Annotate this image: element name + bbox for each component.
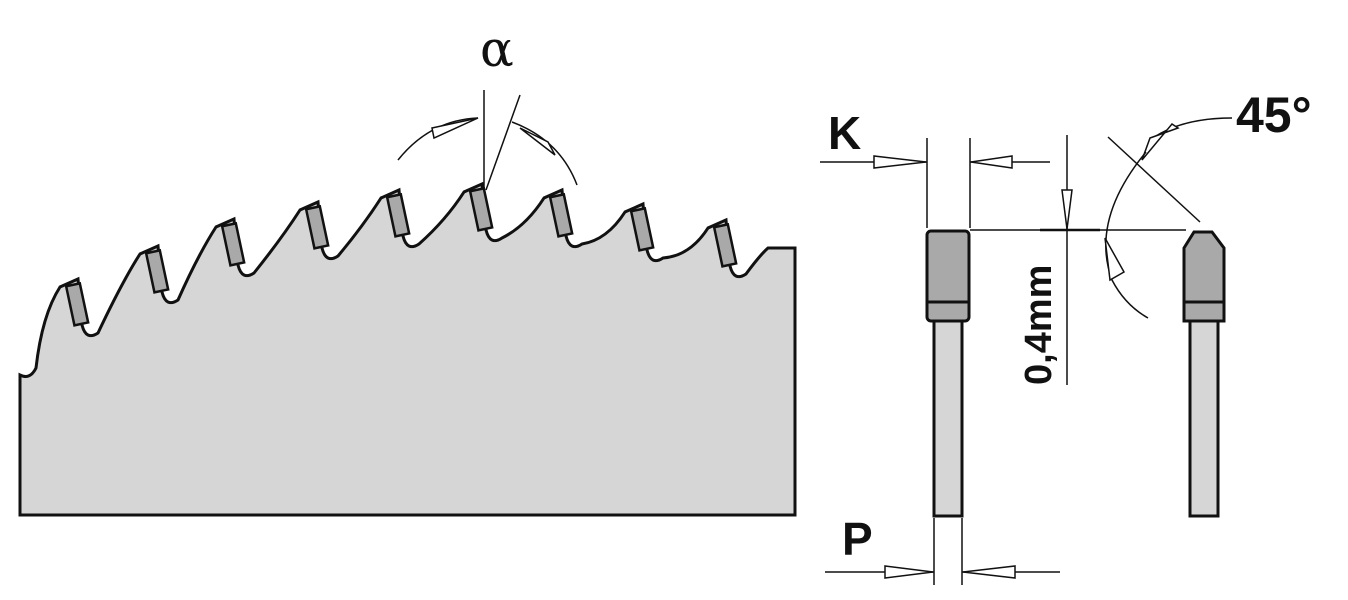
- hook-angle-label: α: [480, 20, 514, 78]
- carbide-tip: [548, 192, 574, 238]
- plate-label: P: [842, 513, 873, 565]
- chamfer-depth-label: 0,4mm: [1018, 264, 1060, 385]
- tooth-section-flat: [925, 229, 971, 518]
- hook-angle-dimension: [397, 90, 578, 191]
- saw-blade-side-view: [18, 181, 797, 517]
- carbide-tips: [64, 186, 738, 327]
- carbide-tip: [304, 204, 330, 250]
- carbide-tip: [629, 206, 655, 252]
- kerf-label: K: [828, 107, 862, 159]
- carbide-tip: [712, 222, 738, 268]
- blade-outline: [18, 181, 797, 517]
- carbide-tip: [144, 248, 170, 294]
- tooth-section-chamfered: [1182, 230, 1226, 518]
- carbide-tip: [385, 192, 411, 238]
- chamfer-angle-label: 45°: [1236, 87, 1312, 143]
- carbide-tip: [220, 221, 246, 267]
- dimension-lines: [820, 117, 1233, 585]
- carbide-tip: [64, 281, 90, 327]
- carbide-tip: [468, 186, 494, 232]
